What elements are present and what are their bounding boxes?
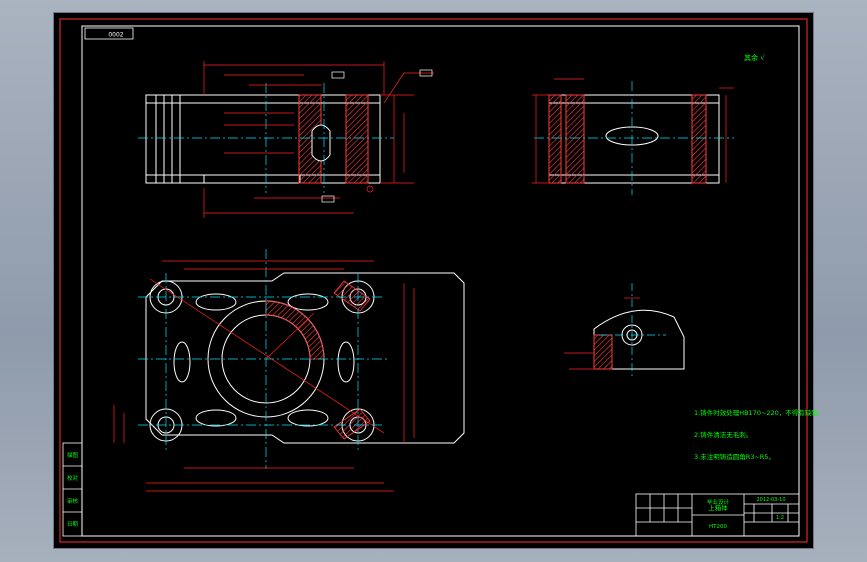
top-view-dimensions	[113, 260, 415, 492]
side-view	[548, 94, 720, 184]
front-view	[145, 94, 381, 184]
front-view-centerlines	[138, 83, 394, 193]
inner-border	[81, 25, 800, 537]
side-cell-1: 描图	[67, 451, 79, 459]
side-view-centerlines	[534, 81, 734, 195]
side-column: 描图 校对 审核 日期	[62, 442, 83, 537]
technical-notes: 1.铸件时效处理HB170~220，不得有缺陷。 2.铸件清洁无毛刺。 3.未注…	[694, 408, 824, 461]
title-code: 2012-03-10	[756, 497, 785, 503]
title-school: 毕业设计	[707, 498, 730, 506]
top-view-centerlines	[138, 249, 390, 469]
note-1: 1.铸件时效处理HB170~220，不得有缺陷。	[694, 408, 824, 417]
side-cell-2: 校对	[67, 474, 79, 482]
title-material: HT200	[709, 524, 727, 530]
detail-centerlines	[599, 283, 666, 378]
roughness-note: 其余 √	[744, 53, 765, 62]
title-scale: 1:2	[776, 515, 784, 521]
note-3: 3.未注明铸造圆角R3~R5。	[694, 452, 775, 461]
cad-drawing: 0002 其余 √	[59, 18, 824, 543]
side-cell-3: 审核	[67, 497, 79, 505]
front-view-symbols	[321, 69, 433, 203]
svg-text:0002: 0002	[108, 32, 123, 39]
title-block	[635, 493, 800, 537]
title-block-text: 毕业设计 上箱体 HT200 2012-03-10 1:2	[707, 497, 786, 530]
border-tag: 0002	[84, 27, 134, 40]
top-view	[145, 272, 465, 444]
cad-viewport[interactable]: 0002 其余 √	[54, 13, 824, 548]
outer-border	[59, 18, 808, 543]
front-view-dimensions	[203, 61, 434, 218]
detail-view	[593, 309, 685, 370]
side-cell-4: 日期	[67, 521, 79, 528]
note-2: 2.铸件清洁无毛刺。	[694, 430, 752, 439]
detail-view-lines	[564, 297, 640, 370]
title-part-name: 上箱体	[708, 503, 728, 512]
side-view-dimensions	[532, 78, 734, 184]
